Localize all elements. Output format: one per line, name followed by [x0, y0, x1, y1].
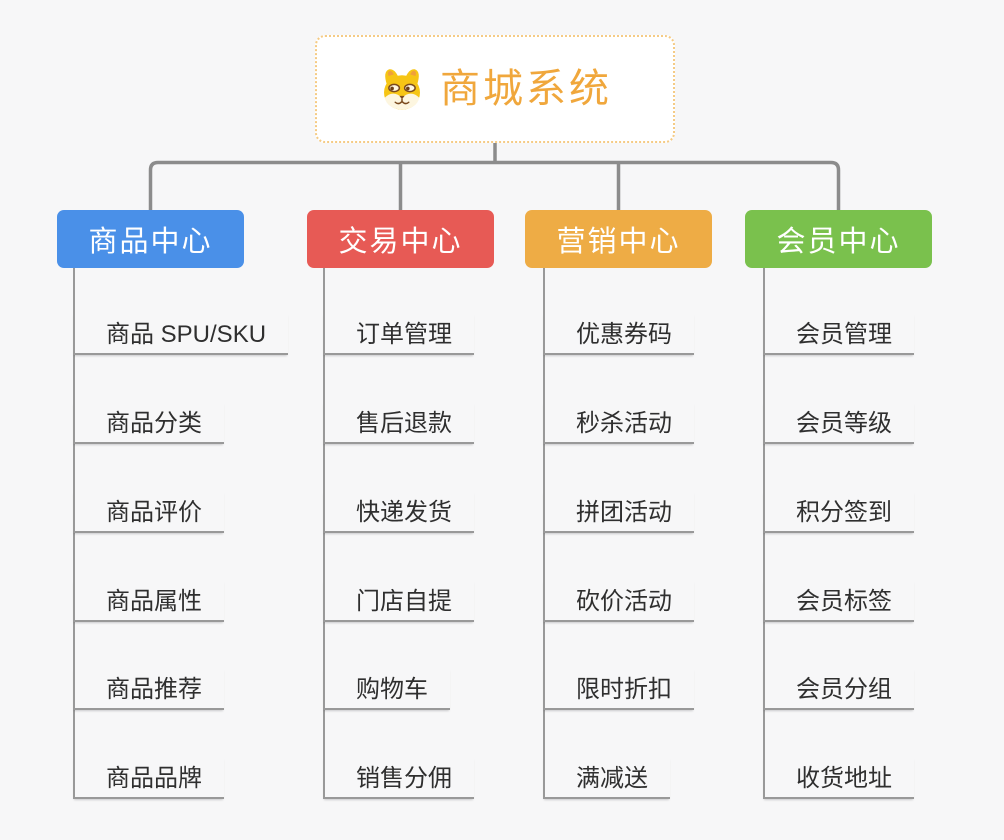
leaf-node[interactable]: 商品推荐 [73, 668, 224, 710]
leaf-node[interactable]: 门店自提 [323, 580, 474, 622]
branch-header-marketing-center[interactable]: 营销中心 [525, 210, 712, 268]
leaf-node[interactable]: 商品属性 [73, 580, 224, 622]
leaf-label: 会员管理 [796, 320, 892, 348]
leaf-label: 满减送 [576, 764, 648, 792]
leaf-node[interactable]: 商品品牌 [73, 757, 224, 799]
leaf-node[interactable]: 销售分佣 [323, 757, 474, 799]
leaf-node[interactable]: 会员标签 [763, 580, 914, 622]
leaf-node[interactable]: 优惠券码 [543, 313, 694, 355]
branch-header-trade-center[interactable]: 交易中心 [307, 210, 494, 268]
leaf-label: 订单管理 [356, 320, 452, 348]
branch-header-member-center[interactable]: 会员中心 [745, 210, 932, 268]
root-title: 商城系统 [440, 67, 612, 111]
branch-bus-line [148, 160, 841, 210]
leaf-node[interactable]: 售后退款 [323, 402, 474, 444]
leaf-node[interactable]: 快递发货 [323, 491, 474, 533]
leaf-label: 收货地址 [796, 764, 892, 792]
leaf-label: 购物车 [356, 675, 428, 703]
leaf-label: 商品分类 [106, 409, 202, 437]
leaf-label: 商品品牌 [106, 764, 202, 792]
leaf-node[interactable]: 商品分类 [73, 402, 224, 444]
leaf-label: 秒杀活动 [576, 409, 672, 437]
leaf-label: 限时折扣 [576, 675, 672, 703]
branch-connector-line [763, 268, 765, 799]
leaf-node[interactable]: 商品 SPU/SKU [73, 313, 289, 355]
leaf-label: 商品推荐 [106, 675, 202, 703]
leaf-node[interactable]: 购物车 [323, 668, 450, 710]
leaf-label: 积分签到 [796, 498, 892, 526]
leaf-node[interactable]: 商品评价 [73, 491, 224, 533]
leaf-label: 会员分组 [796, 675, 892, 703]
leaf-node[interactable]: 会员等级 [763, 402, 914, 444]
branch-header-label: 商品中心 [88, 226, 213, 258]
branch-connector-line [73, 268, 75, 799]
leaf-label: 优惠券码 [576, 320, 672, 348]
leaf-label: 门店自提 [356, 587, 452, 615]
leaf-node[interactable]: 会员管理 [763, 313, 914, 355]
branch-header-label: 会员中心 [776, 226, 901, 258]
branch-connector-line [543, 268, 545, 799]
leaf-node[interactable]: 秒杀活动 [543, 402, 694, 444]
leaf-label: 砍价活动 [576, 587, 672, 615]
leaf-node[interactable]: 拼团活动 [543, 491, 694, 533]
leaf-node[interactable]: 砍价活动 [543, 580, 694, 622]
leaf-label: 会员等级 [796, 409, 892, 437]
leaf-label: 商品属性 [106, 587, 202, 615]
leaf-label: 快递发货 [356, 498, 452, 526]
branch-connector-line [323, 268, 325, 799]
branch-header-label: 营销中心 [556, 226, 681, 258]
leaf-node[interactable]: 满减送 [543, 757, 670, 799]
leaf-node[interactable]: 会员分组 [763, 668, 914, 710]
branch-header-product-center[interactable]: 商品中心 [57, 210, 244, 268]
root-node[interactable]: 商城系统 [315, 35, 675, 143]
leaf-label: 拼团活动 [576, 498, 672, 526]
branch-header-label: 交易中心 [338, 226, 463, 258]
leaf-node[interactable]: 收货地址 [763, 757, 914, 799]
leaf-label: 销售分佣 [356, 764, 452, 792]
leaf-label: 售后退款 [356, 409, 452, 437]
leaf-node[interactable]: 限时折扣 [543, 668, 694, 710]
dog-face-icon [378, 67, 426, 112]
leaf-label: 商品评价 [106, 498, 202, 526]
leaf-node[interactable]: 订单管理 [323, 313, 474, 355]
leaf-label: 会员标签 [796, 587, 892, 615]
leaf-label: 商品 SPU/SKU [106, 320, 267, 348]
leaf-node[interactable]: 积分签到 [763, 491, 914, 533]
